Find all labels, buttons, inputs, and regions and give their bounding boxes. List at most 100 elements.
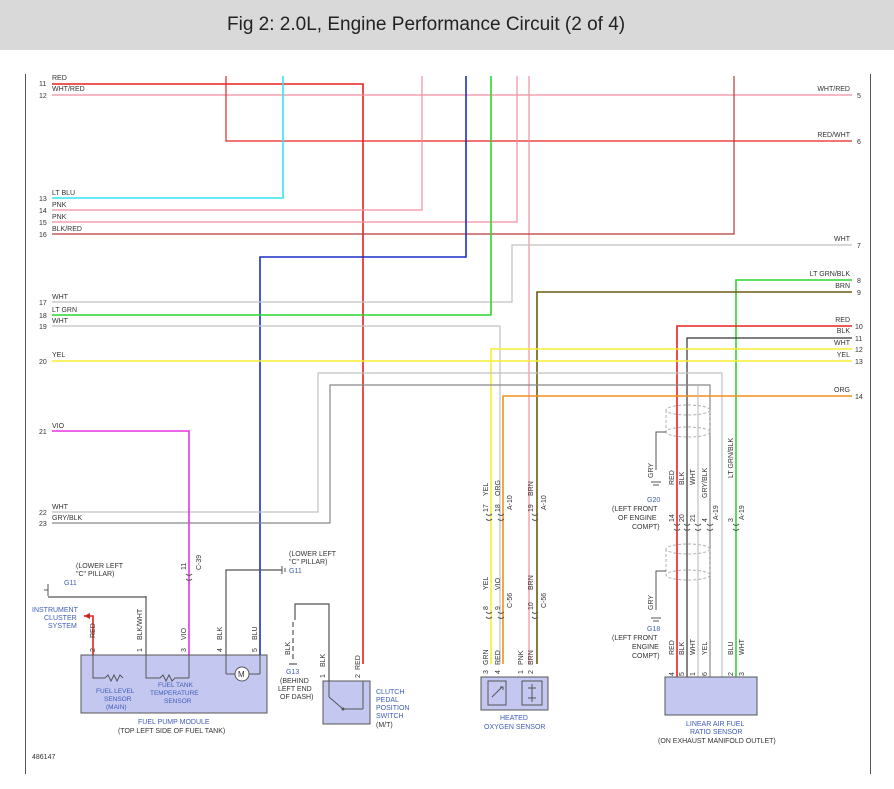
right-wire-num: 13	[855, 359, 863, 366]
left-wire-num: 21	[39, 429, 47, 436]
wire-color-label: PNK	[518, 650, 525, 665]
pin-number: 3	[483, 670, 490, 674]
instrument-cluster-ref: INSTRUMENT CLUSTER SYSTEM	[32, 607, 90, 630]
wire-color-label: YEL	[483, 577, 490, 590]
right-wire-num: 5	[857, 93, 861, 100]
pin-number: 5	[679, 672, 686, 676]
g18-location-line: (LEFT FRONT	[612, 635, 658, 642]
wire-cyan-13	[52, 76, 284, 199]
wire-white-7	[52, 244, 852, 303]
ground-g11-left: (LOWER LEFT "C" PILLAR) G11	[44, 563, 146, 598]
diagram-frame	[25, 74, 871, 774]
wire-white-22	[52, 372, 723, 677]
g11-location-line: "C" PILLAR)	[76, 571, 114, 578]
ground-g20: G20 (LEFT FRONT OF ENGINE COMPT)	[612, 481, 661, 531]
right-wire-num: 11	[855, 336, 862, 343]
left-wire-num: 14	[39, 208, 47, 215]
page-title: Fig 2: 2.0L, Engine Performance Circuit …	[227, 14, 626, 35]
pin-number: 3	[181, 648, 188, 652]
left-wire-label: VIO	[52, 423, 65, 430]
wire-color-label: BRN	[528, 575, 535, 590]
g13-location-line: LEFT END	[278, 686, 312, 693]
left-wire-label: WHT/RED	[52, 86, 85, 93]
connector-brackets	[185, 513, 740, 619]
left-wire-num: 18	[39, 313, 47, 320]
connector-id: A-10	[541, 495, 548, 510]
left-wire-num: 19	[39, 324, 47, 331]
left-wire-num: 22	[39, 510, 47, 517]
connector-id: C-56	[541, 593, 548, 608]
g20-label: G20	[647, 497, 660, 504]
left-wire-label: GRY/BLK	[52, 515, 83, 522]
right-wire-label: ORG	[834, 387, 850, 394]
pin-number: 1	[137, 648, 144, 652]
pin-number: 4	[217, 648, 224, 652]
fuel-level-line: (MAIN)	[106, 704, 127, 711]
pin-number: 2	[528, 670, 535, 674]
pin-number: 2	[355, 674, 362, 678]
right-wire-label: LT GRN/BLK	[810, 271, 851, 278]
connector-id: A-19	[713, 505, 720, 520]
title-bar: Fig 2: 2.0L, Engine Performance Circuit …	[0, 0, 894, 50]
connector-num: 21	[690, 514, 697, 522]
left-wire-num: 15	[39, 220, 47, 227]
wire-orange-14	[502, 395, 852, 664]
pin-number: 3	[739, 672, 746, 676]
connector-num: 17	[483, 504, 490, 512]
wire-color-label: BRN	[528, 650, 535, 665]
left-wire-label: PNK	[52, 202, 67, 209]
g13-location-line: (BEHIND	[280, 678, 309, 685]
wire-color-label: RED	[355, 655, 362, 670]
connector-num: 4	[702, 518, 709, 522]
fuel-pump-module-name: FUEL PUMP MODULE	[138, 719, 210, 726]
af-sensor-line: RATIO SENSOR	[690, 729, 742, 736]
wire-color-label: BLK	[285, 641, 292, 655]
left-wire-num: 12	[39, 93, 47, 100]
pin-number: 4	[669, 672, 676, 676]
wire-blue	[259, 76, 467, 664]
ground-g13: G13 (BEHIND LEFT END OF DASH)	[278, 622, 313, 701]
connector-labels: 11 C-39 17 YEL 18 ORG A-10 19 BRN A-10 8…	[181, 437, 746, 610]
linear-air-fuel-sensor: LINEAR AIR FUEL RATIO SENSOR (ON EXHAUST…	[658, 676, 776, 745]
af-sensor-line: (ON EXHAUST MANIFOLD OUTLET)	[658, 738, 776, 745]
wire-color-label: GRY	[648, 595, 655, 610]
wire-color-label: BLU	[728, 641, 735, 655]
right-wire-label: YEL	[837, 352, 850, 359]
right-wire-num: 14	[855, 394, 863, 401]
left-wire-num: 20	[39, 359, 47, 366]
wire-blkred-16	[52, 76, 735, 235]
wire-color-label: GRN	[483, 649, 490, 665]
wire-grayblk-23	[52, 384, 711, 677]
connector-id: A-19	[739, 505, 746, 520]
wire-blk	[686, 337, 852, 677]
shield-ground-leads	[655, 431, 666, 610]
left-wire-label: WHT	[52, 294, 69, 301]
wire-color-label: WHT	[690, 468, 697, 485]
wire-pink-14	[52, 76, 423, 211]
fuel-level-line: FUEL LEVEL	[96, 688, 135, 695]
pin-number: 1	[690, 672, 697, 676]
clutch-switch-line: PEDAL	[376, 697, 399, 704]
right-wire-num: 7	[857, 243, 861, 250]
left-wire-num: 23	[39, 521, 47, 528]
fuel-level-line: SENSOR	[104, 696, 132, 703]
left-wire-label: LT BLU	[52, 190, 75, 197]
left-wire-label: LT GRN	[52, 307, 77, 314]
wire-color-label: VIO	[181, 627, 188, 640]
wire-color-label: BLU	[252, 626, 259, 640]
wire-blk-ground	[225, 569, 330, 681]
left-wire-labels: 11 RED 12 WHT/RED 13 LT BLU 14 PNK 15 PN…	[39, 75, 85, 528]
connector-num: 18	[495, 504, 502, 512]
pin-number: 4	[495, 670, 502, 674]
right-wire-label: WHT	[834, 236, 851, 243]
figure-number: 486147	[32, 754, 55, 761]
heated-o2-line: HEATED	[500, 715, 528, 722]
left-wire-label: RED	[52, 75, 67, 82]
wire-color-label: YEL	[483, 483, 490, 496]
clutch-switch-line: (M/T)	[376, 722, 393, 729]
left-wire-label: BLK/RED	[52, 226, 82, 233]
fuel-temp-line: TEMPERATURE	[150, 690, 199, 697]
left-wire-num: 17	[39, 300, 47, 307]
wire-color-label: RED	[90, 623, 97, 638]
